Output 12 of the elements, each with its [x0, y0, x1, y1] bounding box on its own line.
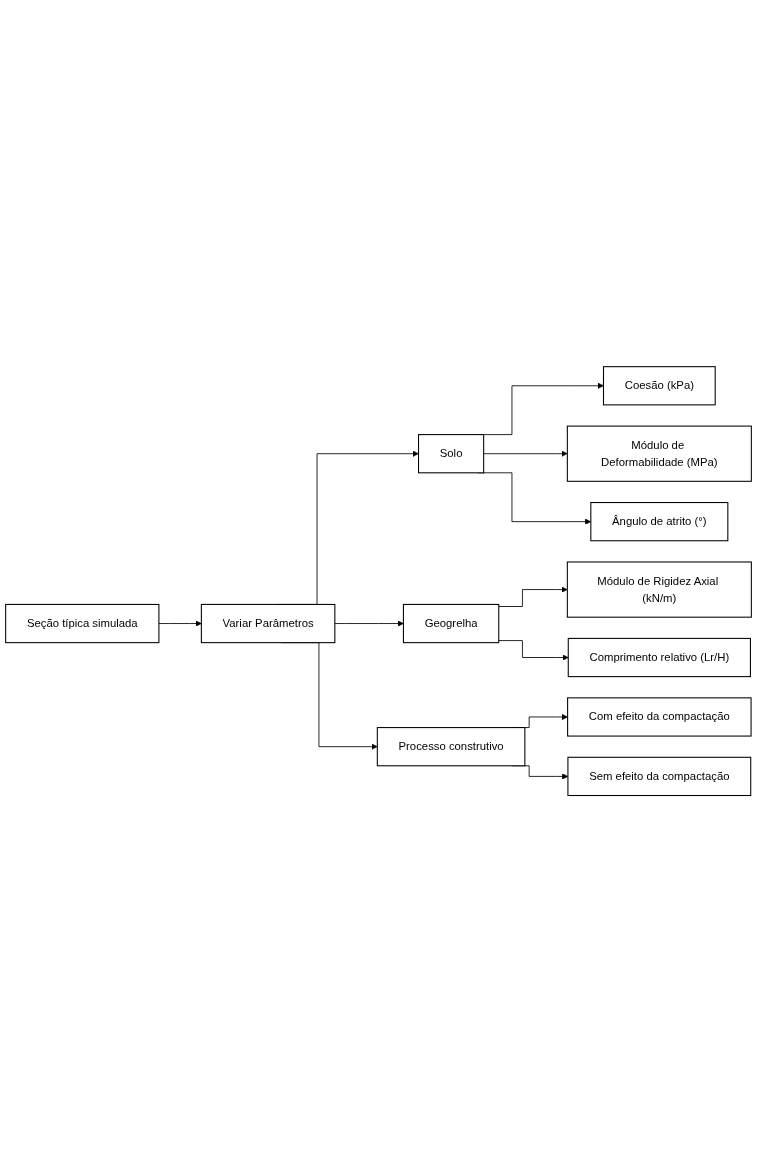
node-box: Seção típica simulada	[5, 603, 160, 644]
node-box: Coesão (kPa)	[602, 366, 716, 406]
node-box: Sem efeito da compactação	[567, 756, 752, 796]
node-box: Processo construtivo	[376, 726, 526, 767]
node-box: Comprimento relativo (Lr/H)	[567, 637, 751, 678]
node-box: Variar Parâmetros	[200, 603, 336, 644]
node-box: Com efeito da compactação	[567, 697, 752, 737]
node-box: Módulo de Deformabilidade (MPa)	[566, 425, 752, 482]
node-box: Solo	[418, 433, 485, 474]
node-box: Geogrelha	[402, 603, 500, 644]
node-box: Módulo de Rigidez Axial (kN/m)	[566, 561, 752, 618]
node-box: Ângulo de atrito (°)	[590, 501, 729, 542]
